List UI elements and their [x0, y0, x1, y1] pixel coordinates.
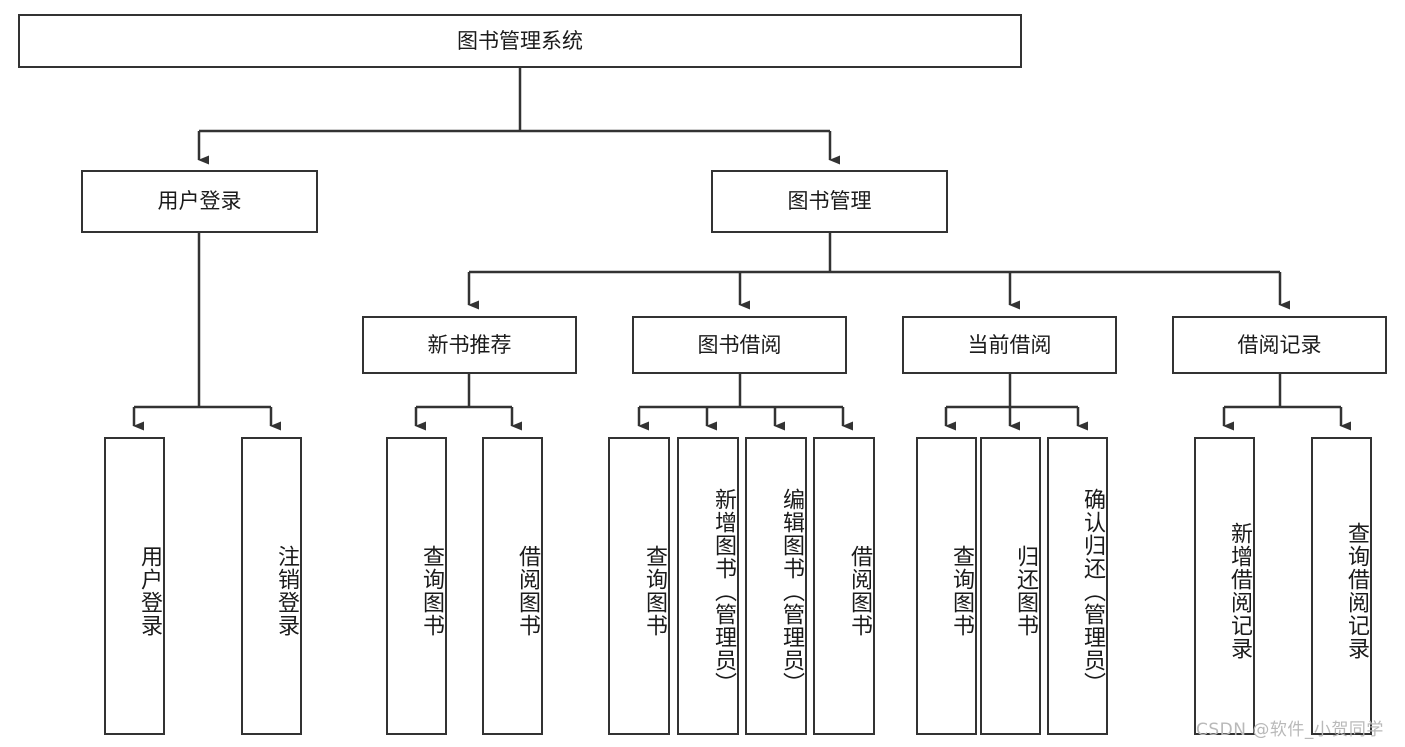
node-label: 确认归还（管理员） [1080, 487, 1105, 695]
leaf-add-book-admin[interactable]: 新增图书（管理员） [677, 437, 739, 735]
leaf-return-book[interactable]: 归还图书 [980, 437, 1041, 735]
node-label: 借阅图书 [847, 545, 872, 637]
node-label: 新增借阅记录 [1227, 522, 1252, 660]
node-label: 当前借阅 [967, 332, 1052, 357]
leaf-edit-book-admin[interactable]: 编辑图书（管理员） [745, 437, 807, 735]
leaf-query-book-recommend[interactable]: 查询图书 [386, 437, 447, 735]
leaf-confirm-return-admin[interactable]: 确认归还（管理员） [1047, 437, 1108, 735]
node-label: 图书管理 [787, 189, 872, 214]
leaf-query-book-current[interactable]: 查询图书 [916, 437, 977, 735]
node-label: 查询借阅记录 [1344, 522, 1369, 660]
node-new-book-recommendation[interactable]: 新书推荐 [362, 316, 577, 374]
node-label: 查询图书 [642, 545, 667, 637]
node-label: 归还图书 [1013, 545, 1038, 637]
node-label: 编辑图书（管理员） [779, 487, 804, 695]
node-borrowing-record[interactable]: 借阅记录 [1172, 316, 1387, 374]
node-book-borrowing[interactable]: 图书借阅 [632, 316, 847, 374]
node-label: 注销登录 [274, 545, 299, 637]
node-label: 借阅记录 [1237, 332, 1322, 357]
node-book-management[interactable]: 图书管理 [711, 170, 948, 233]
leaf-borrow-book-recommend[interactable]: 借阅图书 [482, 437, 543, 735]
node-label: 图书借阅 [697, 332, 782, 357]
leaf-add-borrow-record[interactable]: 新增借阅记录 [1194, 437, 1255, 735]
node-current-borrowing[interactable]: 当前借阅 [902, 316, 1117, 374]
node-label: 新增图书（管理员） [711, 487, 736, 695]
leaf-query-borrow-record[interactable]: 查询借阅记录 [1311, 437, 1372, 735]
node-label: 查询图书 [949, 545, 974, 637]
node-label: 图书管理系统 [457, 28, 583, 53]
node-root-book-management-system[interactable]: 图书管理系统 [18, 14, 1022, 68]
node-label: 借阅图书 [515, 545, 540, 637]
node-label: 查询图书 [419, 545, 444, 637]
node-user-login[interactable]: 用户登录 [81, 170, 318, 233]
leaf-user-login[interactable]: 用户登录 [104, 437, 165, 735]
node-label: 用户登录 [137, 545, 162, 637]
node-label: 新书推荐 [427, 332, 512, 357]
leaf-logout[interactable]: 注销登录 [241, 437, 302, 735]
node-label: 用户登录 [157, 189, 242, 214]
leaf-query-book-borrow[interactable]: 查询图书 [608, 437, 670, 735]
csdn-watermark: CSDN @软件_小贺同学 [1196, 720, 1384, 740]
leaf-borrow-book[interactable]: 借阅图书 [813, 437, 875, 735]
